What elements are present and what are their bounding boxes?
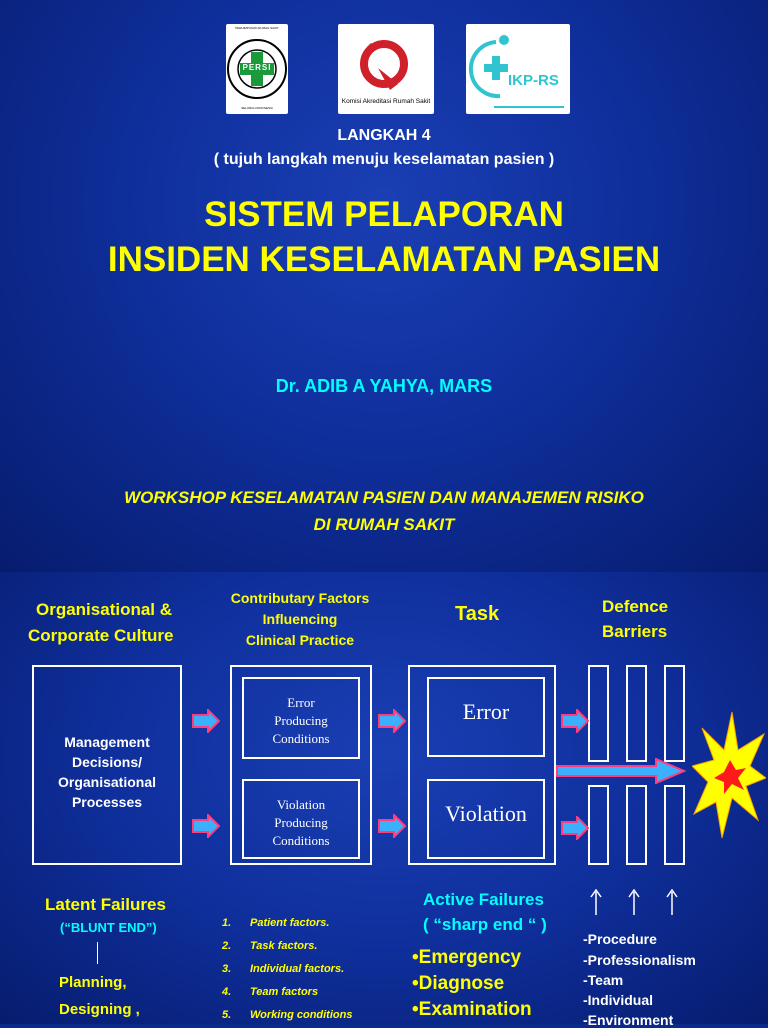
persi-logo: PERSI PERHIMPUNAN RUMAH SAKIT SELURUH IN…: [226, 24, 288, 114]
management-line-3: Organisational: [57, 774, 157, 790]
barrier-bottom-3: [664, 785, 685, 865]
violation-conditions-box: [242, 779, 360, 859]
kars-logo: Komisi Akreditasi Rumah Sakit: [338, 24, 434, 114]
barrier-top-3: [664, 665, 685, 762]
col1-heading-1: Organisational &: [36, 600, 173, 619]
barrier-top-2: [626, 665, 647, 762]
arrow-right-icon: [192, 814, 220, 838]
barrier-bottom-2: [626, 785, 647, 865]
management-line-1: Management: [64, 734, 150, 750]
planning-label: Planning,: [59, 974, 127, 991]
explosion-icon: [692, 711, 766, 839]
title-line-1: SISTEM PELAPORAN: [204, 195, 564, 234]
violation-conditions-line-1: Violation: [276, 797, 326, 812]
kars-caption: Komisi Akreditasi Rumah Sakit: [341, 98, 431, 105]
ikprs-logo: IKP-RS: [466, 24, 570, 114]
error-conditions-line-2: Producing: [274, 713, 328, 728]
factor-number: 1.: [222, 917, 232, 929]
arrow-right-icon: [192, 709, 220, 733]
kars-emblem-icon: [360, 40, 408, 90]
col4-heading-1: Defence: [602, 597, 669, 616]
latent-connector-line: [97, 942, 98, 964]
active-item: •Diagnose: [412, 973, 505, 994]
arrow-up-icon: [590, 888, 602, 915]
management-box: [32, 665, 182, 865]
title-line-2: INSIDEN KESELAMATAN PASIEN: [107, 240, 661, 279]
task-error-box: [427, 677, 545, 757]
barrier-item: -Professionalism: [583, 952, 696, 968]
factor-item: 4. Team factors: [222, 986, 318, 998]
management-line-2: Decisions/: [71, 754, 143, 770]
persi-center-text: PERSI: [242, 63, 272, 72]
col2-heading-3: Clinical Practice: [245, 632, 355, 648]
col2-heading-1: Contributary Factors: [230, 590, 370, 606]
factor-number: 2.: [222, 940, 232, 952]
col3-heading: Task: [455, 603, 500, 625]
factor-text: Team factors: [250, 986, 319, 998]
factor-text: Patient factors.: [250, 917, 330, 929]
barrier-item: -Individual: [583, 992, 653, 1008]
factor-number: 5.: [222, 1009, 232, 1021]
violation-conditions-line-2: Producing: [274, 815, 328, 830]
designing-label: Designing ,: [59, 1001, 140, 1018]
step-label: LANGKAH 4: [337, 127, 431, 144]
persi-ring-top: PERHIMPUNAN RUMAH SAKIT: [235, 26, 279, 30]
sharp-end-label: ( “sharp end “ ): [423, 915, 547, 934]
arrow-right-icon: [561, 709, 589, 733]
error-conditions-box: [242, 677, 360, 759]
factor-item: 3. Individual factors.: [222, 963, 344, 975]
barrier-top-1: [588, 665, 609, 762]
management-text: Management Decisions/ Organisational Pro…: [32, 732, 182, 812]
active-item: •Examination: [412, 999, 532, 1020]
conditions-box: [230, 665, 372, 865]
management-line-4: Processes: [71, 794, 143, 810]
long-arrow-icon: [556, 758, 686, 784]
arrow-right-icon: [561, 816, 589, 840]
step-subtitle: ( tujuh langkah menuju keselamatan pasie…: [213, 151, 555, 168]
barrier-item: -Environment: [583, 1012, 674, 1028]
factor-item: 1. Patient factors.: [222, 917, 329, 929]
factor-text: Working conditions: [250, 1009, 353, 1021]
factor-number: 4.: [222, 986, 232, 998]
ikprs-emblem-icon: [469, 35, 564, 108]
violation-conditions-text: Violation Producing Conditions: [242, 796, 360, 850]
factor-text: Task factors.: [250, 940, 318, 952]
workshop-line-1: WORKSHOP KESELAMATAN PASIEN DAN MANAJEME…: [124, 488, 644, 507]
task-violation-label: Violation: [445, 801, 527, 826]
col4-heading-2: Barriers: [602, 622, 668, 641]
barrier-item: -Procedure: [583, 931, 657, 947]
workshop-line-2: DI RUMAH SAKIT: [313, 515, 455, 534]
arrow-up-icon: [628, 888, 640, 915]
active-item: •Emergency: [412, 947, 522, 968]
task-box: [408, 665, 556, 865]
diagram-slide: Organisational & Corporate Culture Contr…: [0, 572, 768, 1028]
factor-item: 5. Working conditions: [222, 1009, 352, 1021]
persi-ring-bottom: SELURUH INDONESIA: [241, 106, 273, 110]
barrier-bottom-1: [588, 785, 609, 865]
latent-failures-label: Latent Failures: [45, 895, 166, 914]
arrow-right-icon: [378, 709, 406, 733]
factor-item: 2. Task factors.: [222, 940, 317, 952]
author: Dr. ADIB A YAHYA, MARS: [275, 376, 493, 396]
error-conditions-line-1: Error: [287, 695, 315, 710]
active-failures-label: Active Failures: [423, 890, 544, 909]
error-conditions-text: Error Producing Conditions: [242, 694, 360, 748]
barrier-item: -Team: [583, 972, 624, 988]
ikprs-text: IKP-RS: [508, 72, 559, 89]
persi-emblem-icon: [227, 39, 287, 99]
task-violation-box: [427, 779, 545, 859]
arrow-up-icon: [666, 888, 678, 915]
factor-number: 3.: [222, 963, 232, 975]
task-error-label: Error: [462, 699, 510, 724]
col2-heading-2: Influencing: [262, 611, 338, 627]
factor-text: Individual factors.: [250, 963, 345, 975]
blunt-end-label: (“BLUNT END”): [60, 920, 157, 935]
error-conditions-line-3: Conditions: [272, 731, 330, 746]
col1-heading-2: Corporate Culture: [28, 626, 174, 645]
title-slide: PERSI PERHIMPUNAN RUMAH SAKIT SELURUH IN…: [0, 0, 768, 572]
arrow-right-icon: [378, 814, 406, 838]
violation-conditions-line-3: Conditions: [272, 833, 330, 848]
